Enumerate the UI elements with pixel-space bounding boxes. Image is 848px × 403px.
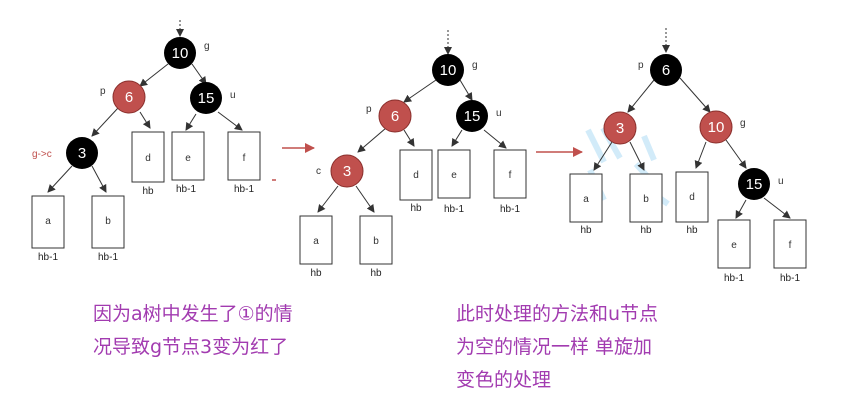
leaf-a-height: hb-1	[38, 252, 58, 263]
leaf-d-height: hb	[142, 186, 154, 197]
node-10	[432, 54, 464, 86]
node-6	[650, 54, 682, 86]
node-6	[112, 80, 146, 114]
caption-right-line-2: 为空的情况一样 单旋加	[456, 336, 653, 358]
leaf-e	[437, 149, 471, 199]
tag-g: g	[472, 60, 478, 71]
leaf-e-label: e	[731, 240, 737, 251]
tree-diagram-3: a b d e f hb hb hb hb-1 hb-1 6 3 10 15 p…	[569, 28, 807, 284]
tag-u: u	[230, 90, 236, 101]
leaf-f	[493, 149, 527, 199]
leaf-e-height: hb-1	[724, 273, 744, 284]
node-3	[603, 111, 637, 145]
leaf-a-label: a	[45, 216, 51, 227]
tag-p: p	[100, 86, 106, 97]
node-3-label: 3	[78, 145, 86, 162]
node-3-label: 3	[343, 163, 351, 180]
leaf-d-height: hb	[686, 225, 698, 236]
tag-u: u	[496, 108, 502, 119]
leaf-f-label: f	[509, 170, 512, 181]
node-6	[378, 99, 412, 133]
caption-right-line-3: 变色的处理	[456, 369, 552, 391]
tag-g-to-c: g->c	[32, 149, 52, 160]
caption-left: 因为a树中发生了①的情 况导致g节点3变为红了	[93, 298, 293, 364]
leaf-e-label: e	[451, 170, 457, 181]
leaf-a-label: a	[313, 236, 319, 247]
leaf-b-height: hb	[640, 225, 652, 236]
leaf-f	[227, 131, 261, 181]
tag-p: p	[366, 104, 372, 115]
tag-u: u	[778, 176, 784, 187]
caption-left-line-1: 因为a树中发生了①的情	[93, 303, 293, 325]
leaf-b-label: b	[373, 236, 379, 247]
leaf-b-height: hb-1	[98, 252, 118, 263]
tree-diagram-1: a b d e f hb-1 hb-1 hb hb-1 hb-1 10 6 15…	[31, 20, 261, 263]
leaf-d-label: d	[689, 192, 695, 203]
node-10-label: 10	[440, 62, 457, 79]
node-3-label: 3	[616, 120, 624, 137]
leaf-f-label: f	[789, 240, 792, 251]
node-15	[738, 168, 770, 200]
leaf-d	[399, 149, 433, 201]
leaf-e-height: hb-1	[176, 184, 196, 195]
leaf-b	[359, 215, 393, 265]
caption-right: 此时处理的方法和u节点 为空的情况一样 单旋加 变色的处理	[456, 298, 658, 397]
leaf-b	[629, 173, 663, 223]
node-15	[456, 100, 488, 132]
caption-left-line-2: 况导致g节点3变为红了	[93, 336, 289, 358]
leaf-f-label: f	[243, 153, 246, 164]
leaf-b	[91, 195, 125, 249]
node-10	[164, 37, 196, 69]
leaf-f	[773, 219, 807, 269]
leaf-b-label: b	[643, 194, 649, 205]
node-15-label: 15	[746, 176, 763, 193]
leaf-e-height: hb-1	[444, 204, 464, 215]
leaf-f-height: hb-1	[234, 184, 254, 195]
leaf-b-height: hb	[370, 268, 382, 279]
tag-p: p	[638, 60, 644, 71]
leaf-d	[675, 171, 709, 223]
tag-g: g	[204, 41, 210, 52]
leaf-a	[31, 195, 65, 249]
node-6-label: 6	[662, 62, 670, 79]
tag-g: g	[740, 118, 746, 129]
tree-diagram-2: a b d e f hb hb hb hb-1 hb-1 10 6 15 3 g…	[299, 30, 527, 279]
node-15	[190, 82, 222, 114]
leaf-a	[299, 215, 333, 265]
leaf-a-height: hb	[580, 225, 592, 236]
node-3	[330, 154, 364, 188]
node-15-label: 15	[464, 108, 481, 125]
leaf-d	[131, 131, 165, 183]
caption-right-line-1: 此时处理的方法和u节点	[456, 303, 659, 325]
tag-c: c	[316, 166, 321, 177]
node-6-label: 6	[125, 89, 133, 106]
leaf-d-label: d	[145, 153, 151, 164]
leaf-e	[717, 219, 751, 269]
node-6-label: 6	[391, 108, 399, 125]
leaf-f-height: hb-1	[500, 204, 520, 215]
leaf-d-height: hb	[410, 203, 422, 214]
leaf-d-label: d	[413, 170, 419, 181]
leaf-a-label: a	[583, 194, 589, 205]
node-10	[699, 110, 733, 144]
node-15-label: 15	[198, 90, 215, 107]
node-10-label: 10	[708, 119, 725, 136]
leaf-e	[171, 131, 205, 181]
node-3	[66, 137, 98, 169]
leaf-a	[569, 173, 603, 223]
leaf-e-label: e	[185, 153, 191, 164]
leaf-f-height: hb-1	[780, 273, 800, 284]
leaf-a-height: hb	[310, 268, 322, 279]
leaf-b-label: b	[105, 216, 111, 227]
node-10-label: 10	[172, 45, 189, 62]
